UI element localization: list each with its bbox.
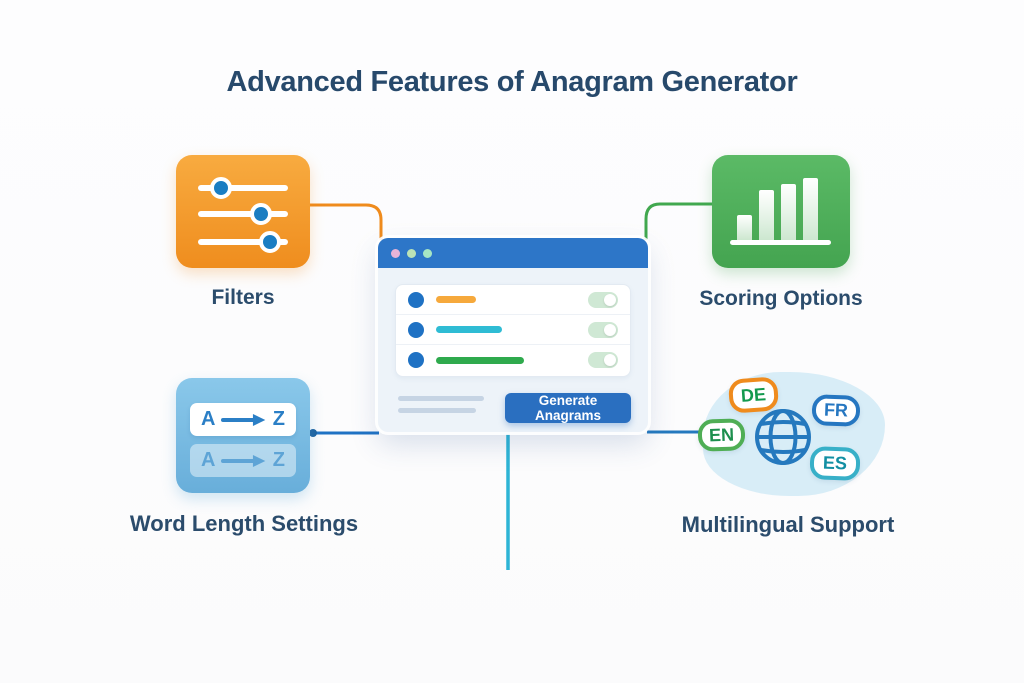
letter-a: A [201, 449, 216, 471]
slider-track-icon [198, 185, 288, 191]
slider-track-icon [198, 211, 288, 217]
connector-orange [310, 203, 383, 240]
connector-green [644, 202, 712, 240]
chart-bar [803, 178, 818, 240]
letter-a: A [201, 408, 216, 430]
toggle-knob [604, 354, 616, 366]
slider-knob-icon [210, 177, 232, 199]
arrow-right-icon [221, 454, 266, 467]
badge-label: EN [708, 424, 735, 445]
slider-track-icon [198, 239, 288, 245]
chart-bar [759, 190, 774, 240]
language-badge-fr: FR [811, 394, 861, 427]
browser-titlebar [378, 238, 648, 268]
badge-label: FR [823, 399, 849, 421]
multilingual-label: Multilingual Support [681, 512, 895, 537]
arrow-right-icon [221, 413, 266, 426]
placeholder-text-line [398, 408, 476, 413]
option-bullet-icon [408, 321, 424, 338]
letter-z: Z [272, 408, 285, 430]
badge-label: ES [822, 452, 848, 474]
badge-label: DE [740, 383, 767, 406]
toggle-switch[interactable] [588, 291, 618, 308]
toggle-knob [604, 323, 616, 336]
sliders-icon [176, 155, 310, 268]
toggle-switch[interactable] [588, 352, 618, 368]
option-value-bar [436, 295, 481, 304]
options-card [395, 284, 631, 377]
language-badge-es: ES [809, 446, 861, 481]
toggle-knob [604, 293, 616, 306]
a-to-z-icon: A Z A Z [176, 378, 310, 493]
word-length-label: Word Length Settings [129, 511, 359, 536]
option-row [396, 345, 630, 375]
generate-anagrams-button[interactable]: Generate Anagrams [505, 393, 631, 423]
browser-window-mockup: Generate Anagrams [378, 238, 648, 432]
window-dot-icon [423, 248, 432, 258]
option-row [396, 315, 630, 345]
chart-bar [781, 184, 796, 240]
placeholder-text-line [398, 396, 484, 401]
slider-knob-icon [250, 203, 272, 225]
window-dot-icon [407, 248, 416, 258]
page-title: Advanced Features of Anagram Generator [226, 66, 798, 98]
letter-z: Z [272, 449, 285, 471]
language-badge-en: EN [697, 418, 746, 452]
filters-label: Filters [211, 286, 275, 309]
option-bullet-icon [408, 291, 424, 308]
bar-chart-icon [712, 155, 850, 268]
chart-baseline [730, 240, 831, 245]
option-bullet-icon [408, 352, 424, 368]
option-value-bar [436, 326, 502, 333]
slider-knob-icon [259, 231, 281, 253]
toggle-switch[interactable] [588, 321, 618, 338]
option-row [396, 285, 630, 315]
chart-bar [737, 215, 752, 240]
scoring-options-label: Scoring Options [699, 287, 863, 310]
globe-icon [755, 409, 811, 465]
a-to-z-row: A Z [190, 403, 296, 436]
language-badge-de: DE [727, 376, 780, 414]
connector-blue-dot [309, 429, 317, 437]
option-value-bar [436, 356, 524, 364]
window-dot-icon [391, 248, 400, 258]
a-to-z-row-faded: A Z [190, 444, 296, 477]
